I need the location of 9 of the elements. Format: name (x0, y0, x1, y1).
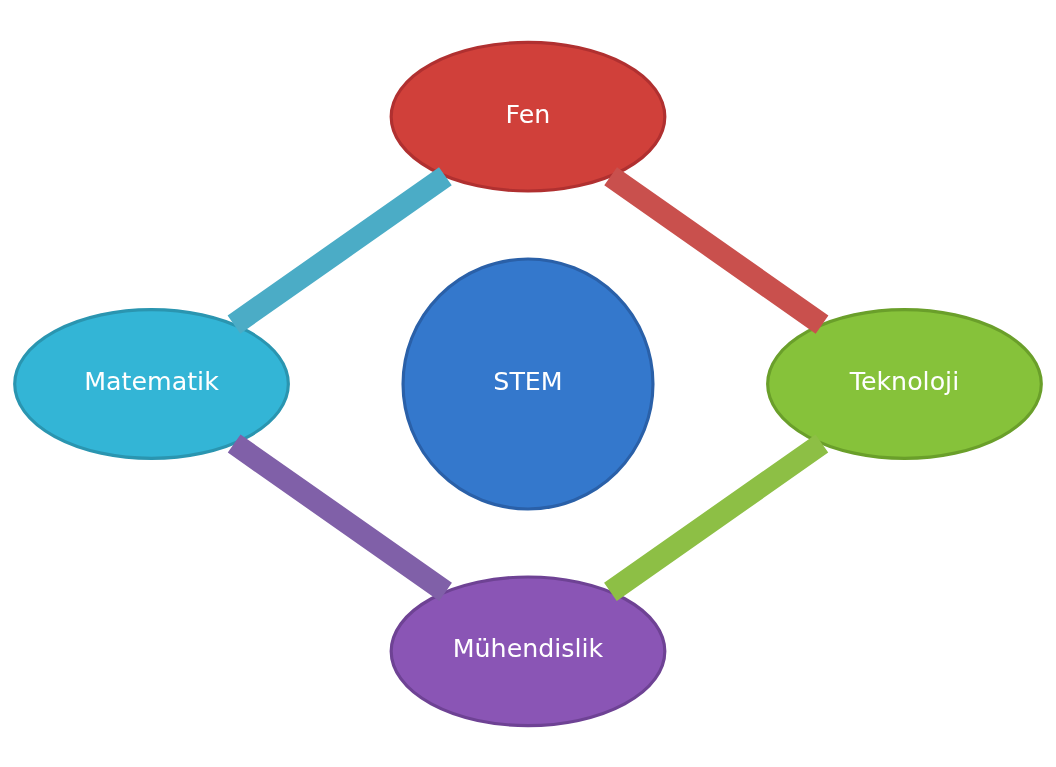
node-ellipse: Teknoloji (766, 307, 1043, 460)
node-ellipse: Mühendislik (389, 574, 667, 727)
connector (227, 434, 452, 601)
node-ellipse: Matematik (13, 307, 290, 460)
node-ellipse: Fen (389, 40, 667, 193)
node-circle: STEM (401, 256, 655, 511)
connector (227, 166, 452, 334)
connector (604, 166, 829, 334)
connector (604, 434, 829, 601)
